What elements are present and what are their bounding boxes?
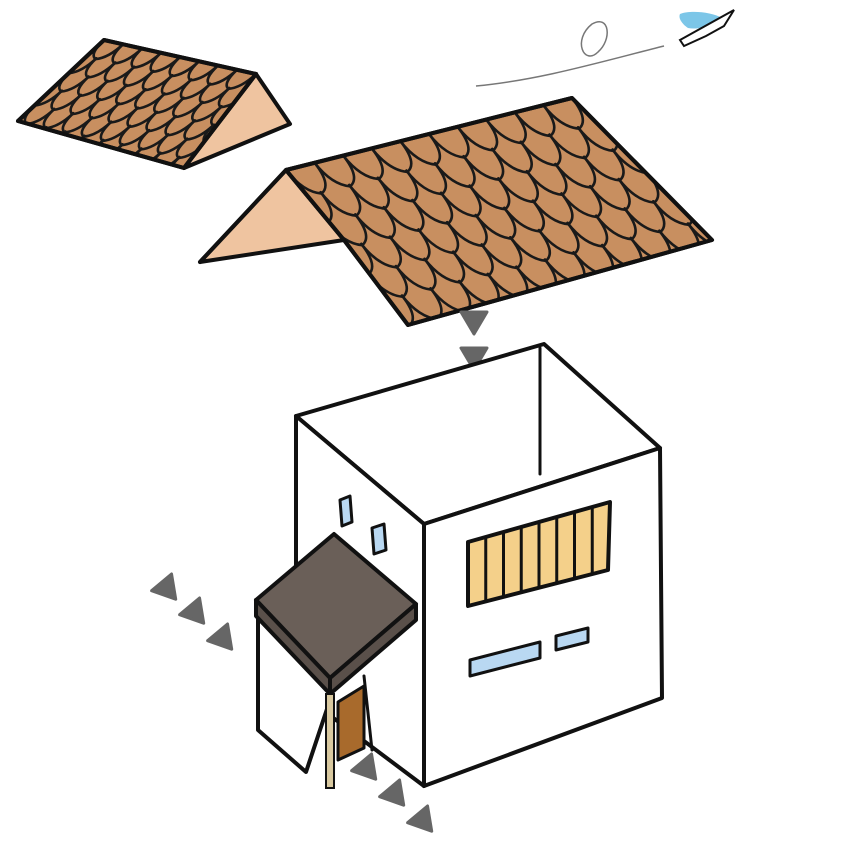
roof-tile <box>692 244 712 278</box>
roof-tile <box>635 258 678 293</box>
bird-icon <box>475 9 735 87</box>
small-window-2 <box>370 522 388 556</box>
roof-tile <box>686 215 712 249</box>
down-arrow-icon <box>459 310 489 336</box>
roof-tile <box>664 251 707 286</box>
down-arrow-icon <box>406 804 434 833</box>
roof-tile <box>378 323 421 325</box>
down-arrow-icon <box>350 752 378 781</box>
down-arrow-icon <box>378 778 406 807</box>
lower-window-2 <box>554 626 590 652</box>
house-body <box>294 342 664 788</box>
big-roof <box>198 96 714 327</box>
down-arrow-icon <box>150 572 178 601</box>
down-arrow-icon <box>178 596 206 625</box>
roof-tile <box>549 280 592 314</box>
arrow-group-bottom <box>350 752 434 833</box>
down-arrow-icon <box>459 346 489 372</box>
porch <box>254 532 418 789</box>
down-arrow-icon <box>206 622 234 651</box>
lower-window-1 <box>468 640 542 678</box>
roof-tile <box>521 287 564 322</box>
small-roof <box>16 38 292 170</box>
roof-tile <box>606 266 649 300</box>
window-slats <box>484 507 594 602</box>
small-window-1 <box>338 494 354 528</box>
door <box>336 684 366 762</box>
roof-tile <box>578 273 621 307</box>
porch-post <box>325 693 335 789</box>
arrow-group-left <box>150 572 234 651</box>
